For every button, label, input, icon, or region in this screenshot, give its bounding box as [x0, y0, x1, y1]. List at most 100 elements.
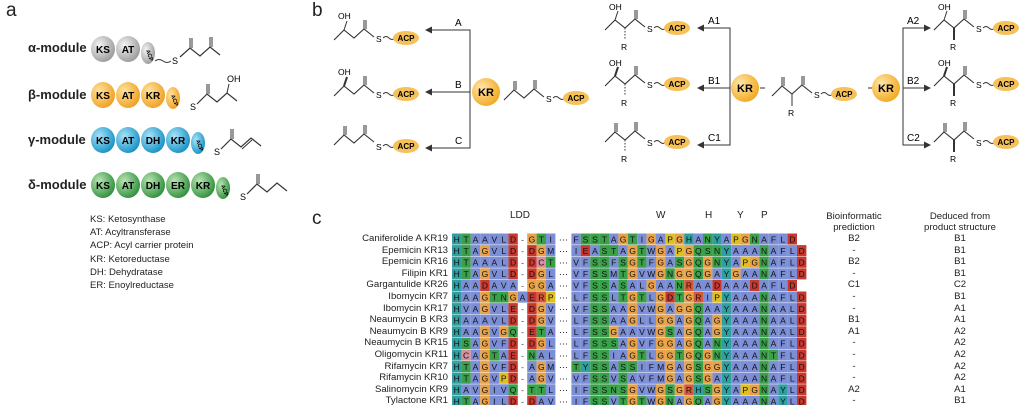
residue: F: [609, 256, 619, 268]
residue: T: [536, 326, 546, 338]
row-prediction: -: [852, 337, 856, 349]
svg-text:L: L: [790, 385, 795, 395]
residue: V: [499, 279, 509, 291]
svg-text:A: A: [611, 281, 617, 291]
residue: Q: [693, 256, 703, 268]
svg-text:S: S: [601, 258, 607, 268]
residue: A: [674, 326, 685, 338]
residue: A: [470, 291, 481, 303]
svg-text:V: V: [639, 304, 645, 314]
row-name: Filipin KR1: [401, 267, 448, 279]
residue: G: [646, 279, 656, 291]
residue: C: [536, 256, 546, 268]
arrow-label-b2: B2: [907, 76, 920, 87]
residue: G: [536, 337, 546, 349]
residue: G: [684, 349, 694, 361]
residue: N: [527, 349, 537, 361]
svg-text:A: A: [620, 350, 626, 360]
residue: F: [646, 361, 656, 373]
residue: D: [527, 268, 537, 280]
svg-text:S: S: [376, 34, 382, 44]
residue: S: [618, 384, 628, 396]
svg-text:D: D: [799, 327, 805, 337]
residue: A: [609, 279, 619, 291]
module-name-gamma: γ-module: [28, 132, 86, 147]
motif-label-ldd: LDD: [510, 210, 531, 221]
residue: G: [480, 361, 490, 373]
svg-text:N: N: [714, 246, 720, 256]
residue: S: [693, 361, 703, 373]
residue: D: [797, 291, 807, 303]
row-deduced: B1: [954, 291, 966, 302]
svg-text:S: S: [976, 24, 982, 34]
svg-text:N: N: [752, 234, 758, 244]
svg-text:T: T: [539, 327, 544, 337]
svg-text:A: A: [658, 234, 664, 244]
residue: A: [480, 233, 490, 245]
svg-text:S: S: [601, 385, 607, 395]
svg-text:G: G: [686, 292, 693, 302]
residue: S: [599, 303, 609, 315]
residue: V: [489, 268, 499, 280]
svg-text:G: G: [686, 339, 693, 349]
svg-text:A: A: [752, 339, 758, 349]
residue: S: [590, 395, 600, 405]
svg-text:Y: Y: [724, 316, 730, 326]
residue: S: [599, 279, 609, 291]
svg-text:A: A: [771, 397, 777, 405]
svg-text:A: A: [724, 281, 730, 291]
svg-text:N: N: [761, 385, 767, 395]
residue: A: [703, 314, 713, 326]
arrow-label-b1: B1: [708, 76, 721, 87]
svg-text:A: A: [667, 304, 673, 314]
svg-text:F: F: [780, 362, 785, 372]
residue: G: [684, 291, 694, 303]
residue: G: [536, 303, 546, 315]
svg-text:A: A: [677, 339, 683, 349]
residue: A: [731, 291, 741, 303]
svg-text:F: F: [583, 316, 588, 326]
residue: A: [750, 303, 760, 315]
residue: A: [609, 303, 619, 315]
svg-text:V: V: [491, 374, 497, 384]
svg-text:A: A: [733, 281, 739, 291]
gap-ellipsis: ···: [559, 339, 568, 349]
row-deduced: A2: [954, 360, 966, 372]
svg-text:G: G: [714, 362, 721, 372]
residue: L: [646, 349, 656, 361]
svg-text:R: R: [788, 108, 794, 118]
residue: G: [703, 349, 713, 361]
residue: A: [470, 349, 481, 361]
svg-text:T: T: [463, 374, 468, 384]
svg-text:Y: Y: [724, 362, 730, 372]
svg-text:KR: KR: [878, 83, 894, 95]
residue: Q: [693, 395, 703, 405]
row-name: Neaumycin B KR15: [364, 337, 448, 349]
svg-text:D: D: [529, 316, 535, 326]
svg-text:F: F: [583, 304, 588, 314]
residue: N: [759, 326, 769, 338]
residue: H: [452, 256, 462, 268]
svg-text:ACP: ACP: [568, 94, 586, 103]
residue: G: [627, 384, 638, 396]
svg-text:D: D: [799, 397, 805, 405]
svg-text:G: G: [686, 350, 693, 360]
residue: S: [618, 279, 628, 291]
svg-text:G: G: [629, 304, 636, 314]
residue: A: [674, 314, 685, 326]
svg-text:D: D: [667, 292, 673, 302]
arrow-label-a1: A1: [708, 16, 721, 27]
svg-text:F: F: [649, 339, 654, 349]
residue: F: [580, 256, 591, 268]
residue: F: [580, 384, 591, 396]
residue: Y: [778, 384, 788, 396]
svg-text:G: G: [510, 292, 517, 302]
svg-text:F: F: [583, 292, 588, 302]
residue: G: [627, 395, 638, 405]
svg-text:Y: Y: [724, 385, 730, 395]
residue: F: [778, 361, 788, 373]
svg-text:D: D: [510, 374, 516, 384]
panel-a: α-module β-module γ-module δ-module KS A…: [0, 0, 310, 300]
residue: Y: [721, 245, 732, 257]
svg-text:P: P: [733, 234, 739, 244]
